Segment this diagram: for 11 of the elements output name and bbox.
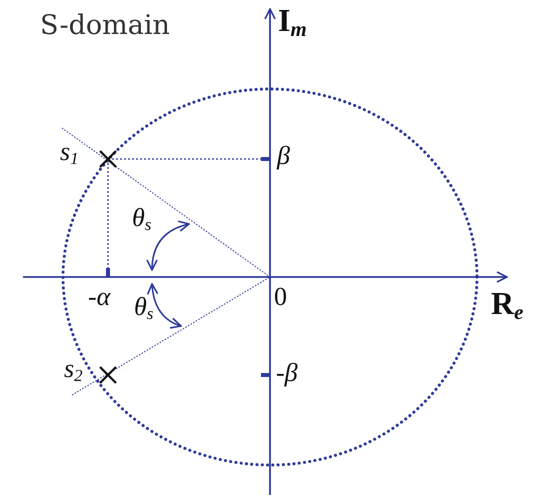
math-label: s$_{2}$	[64, 356, 83, 386]
math-label: θ$_{s}$	[132, 205, 152, 234]
math-label: θ$_{s}$	[134, 294, 154, 324]
diagram-title: S-domain	[40, 10, 170, 41]
axis-label: R$_{e}$	[491, 287, 524, 324]
math-label: β	[277, 143, 290, 169]
math-label: -α	[88, 284, 110, 310]
origin-label: 0	[274, 284, 287, 310]
math-label: -β	[276, 360, 298, 386]
axis-label: I$_{m}$	[278, 4, 307, 41]
math-label: s$_{1}$	[60, 139, 79, 168]
